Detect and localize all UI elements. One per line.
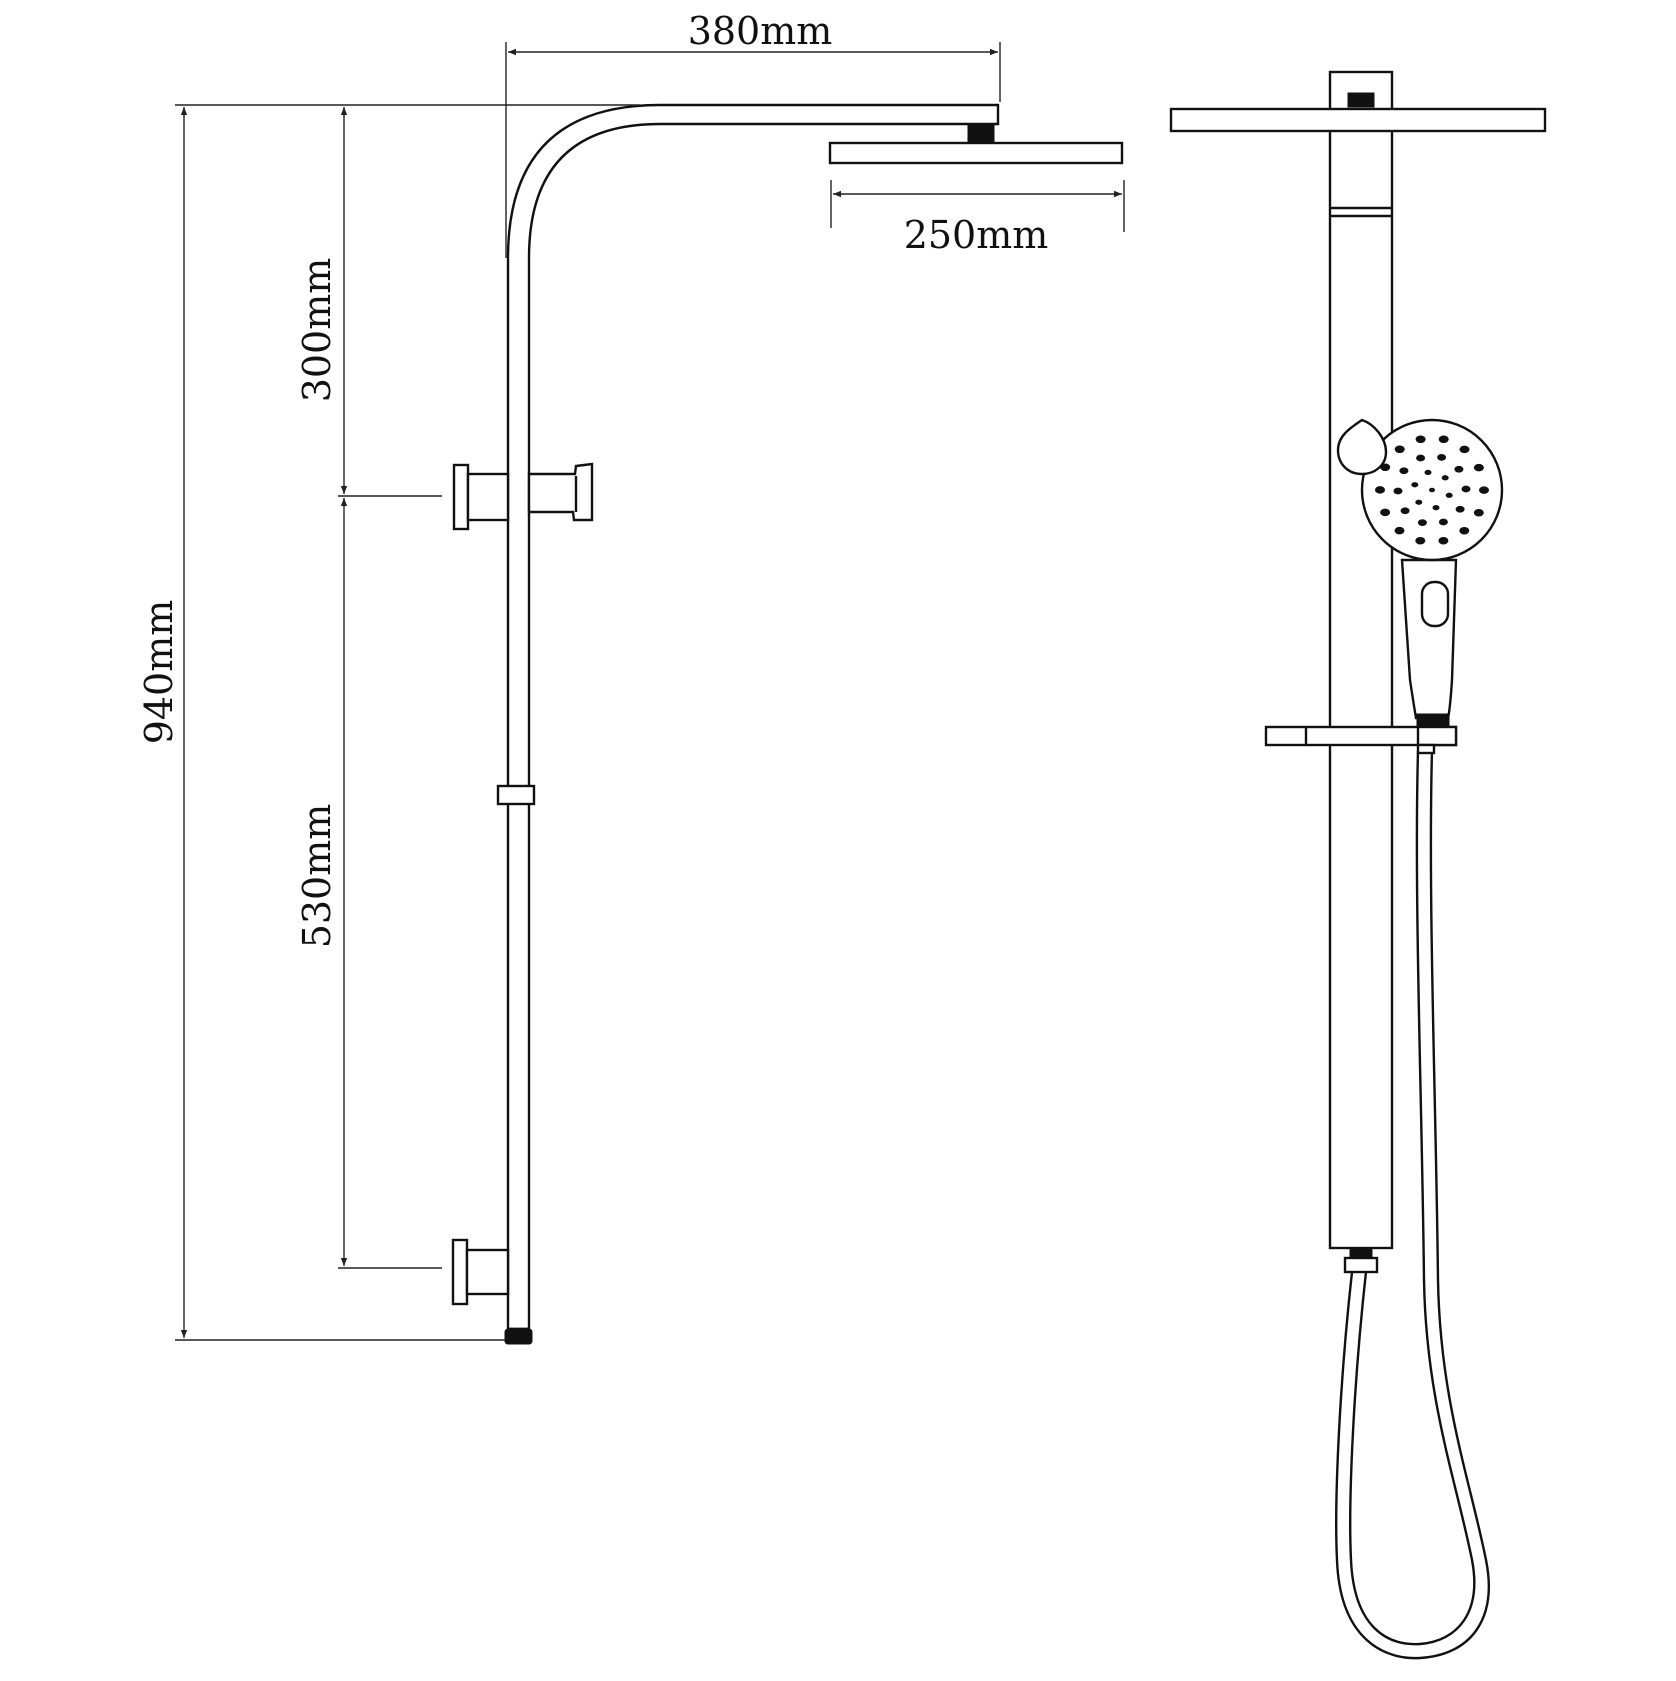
nozzle [1411,482,1419,488]
rail-joint [496,784,536,806]
nozzle [1459,526,1470,535]
upper-bracket-arm [466,472,510,522]
front-bottom-outlet [1349,1247,1373,1259]
nozzle [1441,475,1449,481]
hand-shower [1360,418,1504,727]
nozzle [1394,445,1405,454]
nozzle [1393,487,1403,495]
nozzle [1461,485,1471,493]
nozzle [1400,507,1410,515]
spray-nozzles [1375,435,1489,545]
overhead-shower-head-front [1169,107,1547,133]
nozzle [1399,467,1409,475]
nozzle [1473,463,1484,472]
total-height-label: 940mm [137,600,181,745]
shower-hose [1335,750,1490,1660]
arm-connector [967,123,995,143]
lower-bracket-arm [465,1248,510,1296]
nozzle [1438,518,1448,526]
slide-bracket [1416,725,1458,747]
nozzle [1473,508,1484,517]
nozzle [1438,435,1449,444]
dimension-total-height: 940mm [137,104,640,1341]
nozzle [1416,454,1426,462]
dimension-arm-length: 380mm [505,9,1001,258]
dimension-upper-height: 300mm [295,107,442,497]
upper-height-label: 300mm [295,258,339,403]
side-view: 380mm 250mm 940mm 300mm 530mm [137,9,1125,1345]
handle-base [1416,713,1450,727]
nozzle [1424,469,1432,476]
nozzle [1454,465,1464,473]
nozzle [1394,526,1405,535]
wall-hook [1336,418,1388,476]
lower-wall-flange [451,1238,469,1306]
nozzle [1432,504,1440,511]
riser-rail [506,103,1000,1331]
spray-selector-button [1420,580,1450,628]
dimension-lower-height: 530mm [295,498,442,1269]
nozzle [1380,508,1391,517]
nozzle [1415,435,1426,444]
handset-holder [527,462,594,522]
overhead-shower-head-side [828,141,1124,165]
nozzle [1415,499,1423,505]
rail-end-cap [504,1328,533,1345]
nozzle [1437,454,1447,461]
upper-wall-flange [452,463,470,531]
nozzle [1479,486,1489,494]
nozzle [1415,536,1426,545]
lower-height-label: 530mm [295,804,339,949]
nozzle [1445,492,1453,498]
nozzle [1375,486,1385,494]
nozzle [1459,445,1470,454]
hose-clip [1416,743,1436,755]
front-view [1169,70,1547,1660]
front-riser [1328,108,1394,1250]
nozzle [1417,519,1427,526]
hose-connector [1343,1256,1379,1274]
front-top-nut [1347,92,1375,108]
head-width-label: 250mm [904,213,1049,257]
dimension-head-width: 250mm [830,180,1125,257]
nozzle [1455,505,1465,513]
nozzle [1438,536,1449,545]
nozzle [1429,487,1435,493]
arm-length-label: 380mm [688,9,833,53]
